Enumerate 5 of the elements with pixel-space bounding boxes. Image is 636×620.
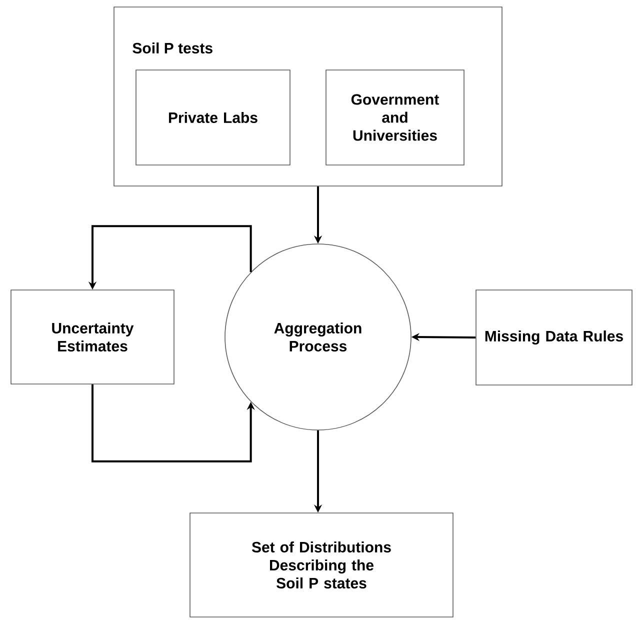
- process-box: Uncertainty Estimates: [10, 290, 174, 384]
- process-box: Private Labs: [136, 70, 290, 166]
- process-box: Government and Universities: [326, 70, 464, 166]
- process-box: Set of Distributions Describing the Soil P states: [190, 512, 454, 618]
- process-box: Missing Data Rules: [476, 290, 632, 386]
